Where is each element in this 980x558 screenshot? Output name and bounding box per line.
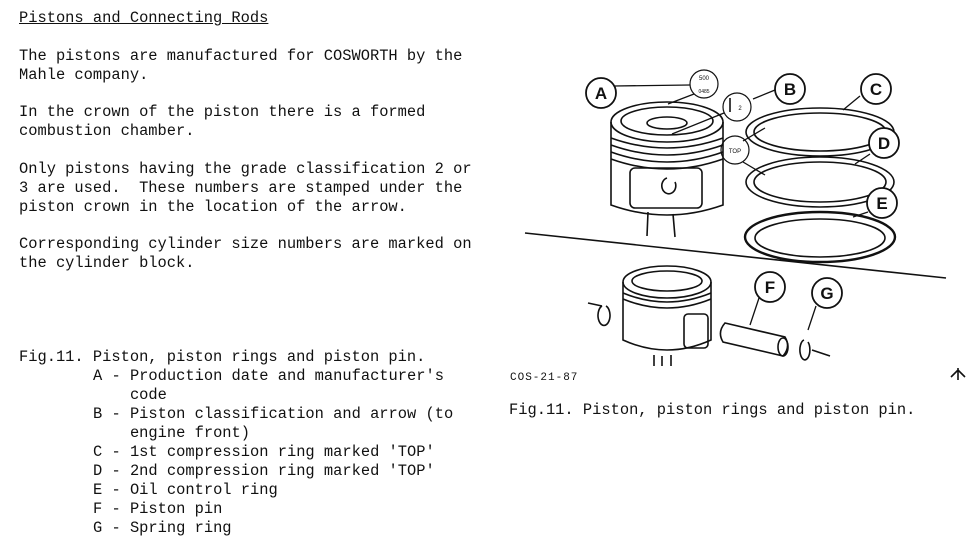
paragraph-4: Corresponding cylinder size numbers are …	[19, 235, 489, 273]
legend-item: engine front)	[93, 424, 251, 442]
label-c: C	[870, 80, 882, 99]
section-heading: Pistons and Connecting Rods	[19, 9, 269, 27]
legend-item: code	[93, 386, 167, 404]
top-mark-icon	[720, 135, 750, 165]
divider-line	[524, 232, 947, 279]
piston-pin	[719, 322, 789, 357]
legend-item: D - 2nd compression ring marked 'TOP'	[93, 462, 435, 480]
piston-lower	[587, 265, 712, 366]
drawing-code: COS-21-87	[510, 372, 579, 384]
ring-d	[745, 156, 895, 208]
stamp-top-text: 500	[699, 76, 710, 82]
figure-caption: Fig.11. Piston, piston rings and piston …	[509, 401, 916, 419]
grade-arrow-icon	[722, 92, 752, 122]
text-line: piston crown in the location of the arro…	[19, 198, 407, 216]
grade-text: 2	[738, 106, 742, 112]
label-g: G	[820, 284, 833, 303]
legend-item: B - Piston classification and arrow (to	[93, 405, 454, 423]
label-b: B	[784, 80, 796, 99]
text-line: Mahle company.	[19, 66, 149, 84]
figure-caption-title: Fig.11. Piston, piston rings and piston …	[19, 348, 426, 366]
text-line: Corresponding cylinder size numbers are …	[19, 235, 472, 253]
text-line: In the crown of the piston there is a fo…	[19, 103, 426, 121]
top-mark-text: TOP	[729, 149, 741, 155]
label-d: D	[878, 134, 890, 153]
legend-item: F - Piston pin	[93, 500, 223, 518]
leader-lines	[613, 84, 871, 331]
stamp-bottom-text: 0485	[698, 89, 709, 95]
paragraph-2: In the crown of the piston there is a fo…	[19, 103, 489, 141]
text-line: Only pistons having the grade classifica…	[19, 160, 472, 178]
ring-e	[743, 210, 897, 264]
text-line: 3 are used. These numbers are stamped un…	[19, 179, 463, 197]
legend-item: C - 1st compression ring marked 'TOP'	[93, 443, 435, 461]
text-line: The pistons are manufactured for COSWORT…	[19, 47, 463, 65]
legend-item: G - Spring ring	[93, 519, 232, 537]
spring-ring	[799, 339, 831, 361]
legend-item: A - Production date and manufacturer's	[93, 367, 444, 385]
text-line: the cylinder block.	[19, 254, 195, 272]
label-f: F	[765, 278, 775, 297]
text-line: combustion chamber.	[19, 122, 195, 140]
legend-item: E - Oil control ring	[93, 481, 278, 499]
label-a: A	[595, 84, 607, 103]
paragraph-1: The pistons are manufactured for COSWORT…	[19, 47, 489, 85]
piston-upper	[610, 101, 724, 238]
label-e: E	[876, 194, 887, 213]
arrow-marker-icon	[950, 368, 966, 380]
date-stamp-icon	[689, 69, 719, 99]
paragraph-3: Only pistons having the grade classifica…	[19, 160, 489, 217]
